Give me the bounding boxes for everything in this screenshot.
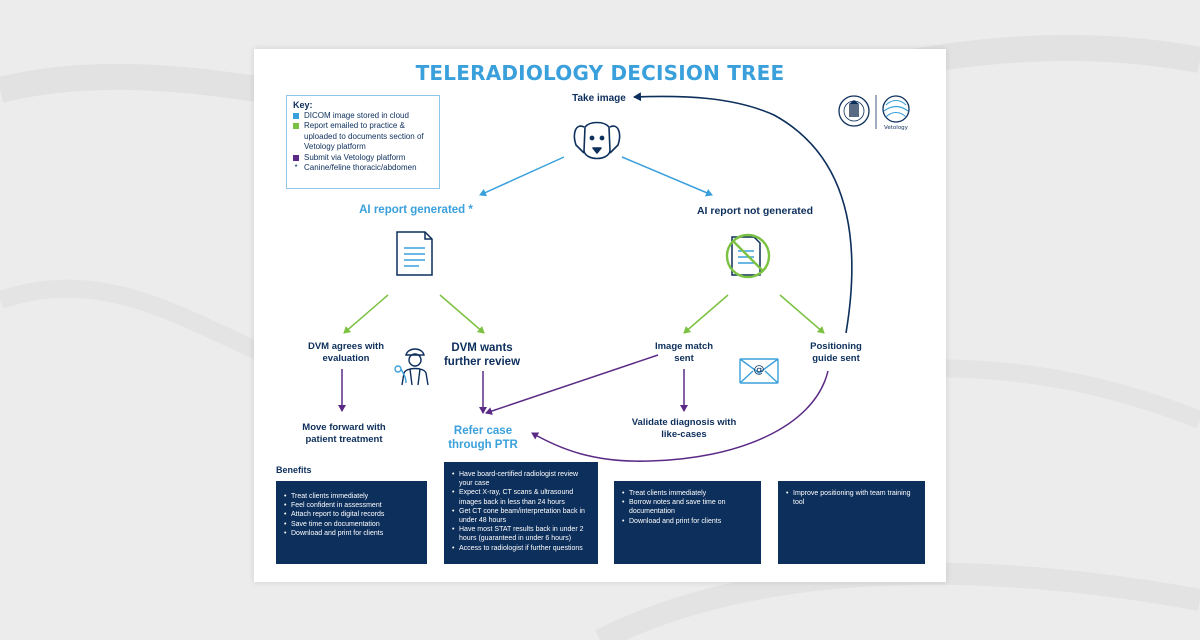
- benefit-item: Treat clients immediately: [622, 489, 753, 498]
- node-validate-diagnosis: Validate diagnosis with like-cases: [631, 417, 737, 440]
- benefits-box-positioning: Improve positioning with team training t…: [778, 481, 925, 564]
- svg-text:Vetology: Vetology: [884, 125, 909, 131]
- dog-icon: [573, 121, 621, 160]
- benefit-item: Feel confident in assessment: [284, 501, 419, 510]
- legend-swatch-purple: [293, 154, 299, 161]
- legend-swatch-green: [293, 123, 299, 129]
- benefit-item: Have board-certified radiologist review …: [452, 470, 590, 488]
- legend-key: Key: DICOM image stored in cloud Report …: [286, 95, 440, 189]
- node-move-forward: Move forward with patient treatment: [302, 422, 386, 445]
- legend-swatch-blue: [293, 112, 299, 119]
- arrow-to-ai-generated: [479, 156, 565, 197]
- no-document-icon: [725, 233, 771, 279]
- benefit-item: Access to radiologist if further questio…: [452, 544, 590, 553]
- benefit-item: Attach report to digital records: [284, 510, 419, 519]
- node-positioning-guide-sent: Positioning guide sent: [810, 341, 862, 364]
- node-image-match-sent: Image match sent: [654, 341, 714, 364]
- document-icon: [396, 231, 433, 276]
- svg-text:@: @: [754, 363, 765, 376]
- arrow-to-dvm-agrees: [343, 294, 389, 334]
- legend-note: * Canine/feline thoracic/abdomen: [294, 163, 417, 172]
- arrow-to-dvm-review: [439, 294, 485, 334]
- poster-title: TELERADIOLOGY DECISION TREE: [415, 61, 785, 85]
- benefits-box-ai-report: Treat clients immediately Feel confident…: [276, 481, 427, 564]
- arrow-to-ai-not-generated: [621, 156, 713, 197]
- node-dvm-further-review: DVM wants further review: [443, 342, 521, 368]
- benefit-item: Download and print for clients: [284, 529, 419, 538]
- seal-logo: [838, 95, 870, 127]
- node-dvm-agrees: DVM agrees with evaluation: [307, 341, 385, 364]
- benefit-item: Expect X-ray, CT scans & ultrasound imag…: [452, 488, 590, 506]
- arrow-to-positioning: [779, 294, 825, 334]
- node-refer-case: Refer case through PTR: [448, 425, 518, 451]
- decision-tree-poster: TELERADIOLOGY DECISION TREE Key: DICOM i…: [254, 49, 946, 582]
- email-icon: @: [739, 358, 779, 384]
- arrow-to-image-match: [683, 294, 729, 334]
- legend-item-report: Report emailed to practice & uploaded to…: [293, 121, 433, 153]
- legend-item-cloud: DICOM image stored in cloud: [293, 111, 433, 122]
- benefits-box-ptr: Have board-certified radiologist review …: [444, 462, 598, 564]
- node-ai-report-generated: AI report generated *: [359, 204, 473, 216]
- benefit-item: Get CT cone beam/interpretation back in …: [452, 507, 590, 525]
- veterinarian-icon: [394, 348, 429, 386]
- vetology-logo: Vetology: [882, 95, 910, 131]
- node-ai-report-not-generated: AI report not generated: [696, 205, 814, 217]
- benefit-item: Borrow notes and save time on documentat…: [622, 498, 753, 516]
- benefit-item: Download and print for clients: [622, 517, 753, 526]
- benefits-title: Benefits: [276, 465, 312, 475]
- benefit-item: Have most STAT results back in under 2 h…: [452, 525, 590, 543]
- benefits-box-image-match: Treat clients immediately Borrow notes a…: [614, 481, 761, 564]
- node-take-image: Take image: [572, 93, 626, 104]
- benefit-item: Save time on documentation: [284, 520, 419, 529]
- legend-item-submit: Submit via Vetology platform: [293, 153, 433, 164]
- benefit-item: Treat clients immediately: [284, 492, 419, 501]
- legend-title: Key:: [293, 100, 313, 110]
- benefit-item: Improve positioning with team training t…: [786, 489, 917, 507]
